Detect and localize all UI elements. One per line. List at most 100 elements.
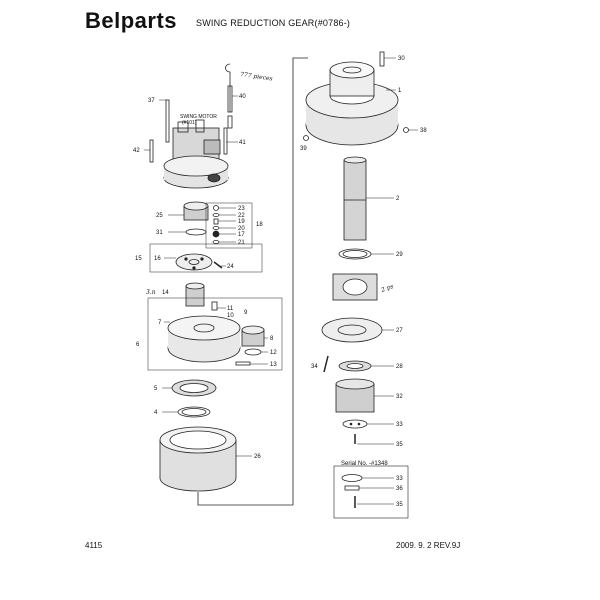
connector-line-bottom [197,492,293,506]
part-number-33: 33 [396,422,403,428]
part-number-5: 5 [154,386,158,392]
part-22 [212,213,220,217]
part-number-40: 40 [239,94,246,100]
part-number-20: 20 [238,226,245,232]
part-number-42: 42 [133,148,140,154]
part-number-11: 11 [227,306,234,312]
part-number-35-serial: 35 [396,502,403,508]
pin-11 [211,301,218,311]
seal-4 [177,406,211,418]
seal-28 [338,360,372,372]
part-number-13: 13 [270,362,277,368]
washer-12 [244,348,262,356]
part-21 [212,240,220,244]
leader-lines [144,57,418,505]
part-number-26: 26 [254,454,261,460]
washer-31 [185,228,207,236]
bearing-29 [338,248,372,260]
pin-13 [235,361,251,366]
sun-gear-25 [183,201,209,221]
roller-bearing [332,273,378,301]
part-number-10: 10 [227,313,234,319]
part-number-24: 24 [227,264,234,270]
part-number-27: 27 [396,328,403,334]
cover-27 [321,317,383,343]
part-number-9: 9 [244,310,248,316]
part-number-38: 38 [420,128,427,134]
part-number-35: 35 [396,442,403,448]
part-number-22: 22 [238,213,245,219]
carrier-7 [167,315,241,363]
diagram-title: SWING REDUCTION GEAR(#0786-) [196,18,351,28]
part-number-33-serial: 33 [396,476,403,482]
part-number-16: 16 [154,256,161,262]
part-number-29: 29 [396,252,403,258]
swing-motor-ref: (#101) [182,120,197,126]
part-number-8: 8 [270,336,274,342]
serial-label: Serial No. -#1348 [341,461,388,467]
part-number-15: 15 [135,256,142,262]
part-23 [213,205,219,211]
carrier-16 [175,253,213,271]
part-number-2: 2 [396,196,400,202]
part-number-4: 4 [154,410,158,416]
sun-gear-14 [185,282,205,307]
plate-33 [342,419,368,429]
part-number-36: 36 [396,486,403,492]
plug-38 [403,127,409,133]
part-number-41: 41 [239,140,246,146]
bolt-37 [165,99,170,143]
handwritten-note-3: 2 ps [379,283,394,294]
part-number-30: 30 [398,56,405,62]
planet-gear-8 [241,325,265,347]
ring-gear-26 [159,426,237,492]
part-19 [213,218,219,225]
part-number-25: 25 [156,213,163,219]
pinion-shaft-2 [343,156,367,241]
plate-33-serial [341,474,363,482]
part-number-1: 1 [398,88,402,94]
bolt-34 [323,355,329,373]
lock-36 [344,485,360,491]
date-revision: 2009. 9. 2 REV.9J [396,541,461,550]
part-number-23: 23 [238,206,245,212]
part-number-21: 21 [238,240,245,246]
pin-24 [213,261,223,269]
pin-30 [379,51,385,67]
bracket-6 [147,297,283,371]
page-number: 4115 [85,541,103,550]
plug-39 [303,135,309,141]
part-number-32: 32 [396,394,403,400]
bracket-18 [205,202,253,249]
part-number-12: 12 [270,350,277,356]
brand-title: Belparts [85,8,178,33]
housing-1 [305,61,399,146]
part-number-39: 39 [300,146,307,152]
part-number-17: 17 [238,232,245,238]
part-number-37: 37 [148,98,155,104]
connector-line [292,57,308,505]
part-number-31: 31 [156,230,163,236]
bracket-15 [149,243,263,273]
swing-motor-label: SWING MOTOR [180,114,217,120]
pin-41 [223,127,228,155]
part-17 [212,230,220,238]
part-number-7: 7 [158,320,162,326]
part-number-6: 6 [136,342,140,348]
pin-tube-40 [227,115,233,129]
pinion-gear-32 [335,378,375,413]
handwritten-note-1: 777 pieces [240,71,273,82]
bearing-5 [171,379,217,397]
pin-42 [149,139,154,163]
swing-motor [163,119,229,189]
part-number-18: 18 [256,222,263,228]
part-number-34: 34 [311,364,318,370]
part-number-14: 14 [162,290,169,296]
part-number-28: 28 [396,364,403,370]
handwritten-note-2: 3.n [146,289,156,296]
serial-box [333,465,409,519]
part-number-19: 19 [238,219,245,225]
part-20 [212,226,220,230]
level-gauge [225,63,233,113]
